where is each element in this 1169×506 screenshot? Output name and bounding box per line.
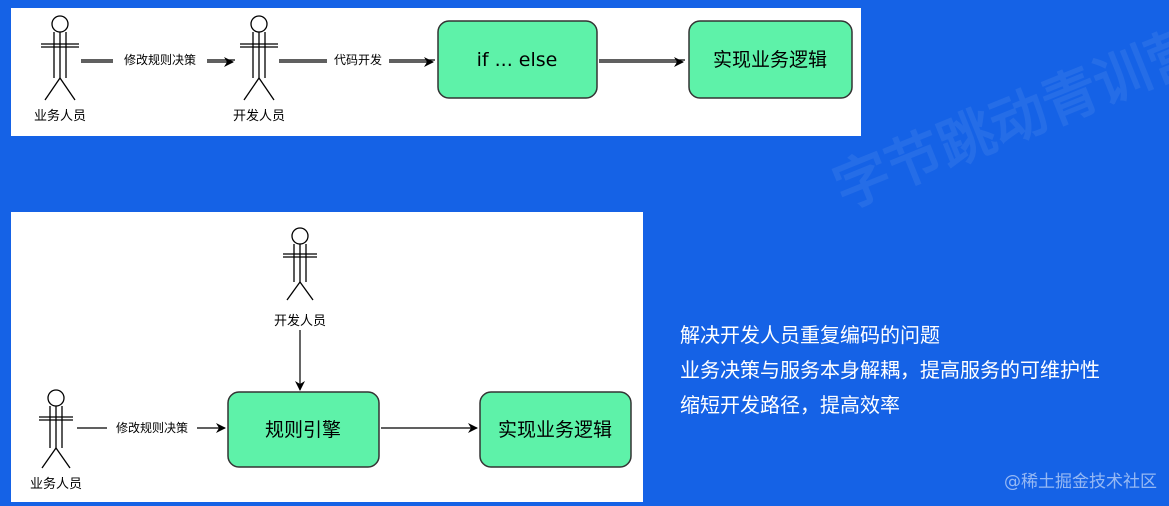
- top-edge-code-label: 代码开发: [334, 52, 382, 67]
- top-logic-label: 实现业务逻辑: [713, 49, 827, 71]
- rules-engine-box: [227, 391, 380, 468]
- ifelse-label: if ... else: [477, 49, 558, 71]
- top-dev-person-label: 开发人员: [233, 108, 285, 124]
- bottom-business-person-actor-icon: [39, 389, 73, 469]
- top-edge-modify-label: 修改规则决策: [124, 52, 196, 67]
- top-diagram: 业务人员 开发人员 修改规则决策 代码开发 if ... else 实现业务: [34, 15, 853, 124]
- rules-engine-label: 规则引擎: [265, 419, 341, 441]
- bottom-diagram-panel: 开发人员 业务人员 修改规则决策 规则引擎 实现业务逻辑: [11, 212, 643, 502]
- business-person-actor-icon: [41, 15, 79, 101]
- bottom-dev-person-label: 开发人员: [274, 313, 326, 329]
- benefit-item: 解决开发人员重复编码的问题: [680, 323, 940, 347]
- bottom-edge-modify-label: 修改规则决策: [116, 420, 188, 435]
- benefits-list: 解决开发人员重复编码的问题 业务决策与服务本身解耦，提高服务的可维护性 缩短开发…: [680, 318, 1165, 423]
- benefit-item: 缩短开发路径，提高效率: [680, 393, 900, 417]
- source-watermark: @稀土掘金技术社区: [1004, 472, 1157, 492]
- dev-person-actor-icon: [240, 15, 278, 101]
- bottom-logic-label: 实现业务逻辑: [498, 419, 612, 441]
- top-diagram-panel: 业务人员 开发人员 修改规则决策 代码开发 if ... else 实现业务: [11, 8, 861, 136]
- benefit-item: 业务决策与服务本身解耦，提高服务的可维护性: [680, 358, 1100, 382]
- bottom-diagram: 开发人员 业务人员 修改规则决策 规则引擎 实现业务逻辑: [30, 227, 632, 492]
- ifelse-box: [437, 20, 598, 99]
- bottom-dev-person-actor-icon: [283, 227, 317, 301]
- bottom-logic-box: [479, 391, 632, 468]
- bottom-business-person-label: 业务人员: [30, 476, 82, 492]
- top-business-person-label: 业务人员: [34, 108, 86, 124]
- top-logic-box: [688, 20, 853, 99]
- background-watermark-text: 字节跳动青训营: [824, 15, 1169, 223]
